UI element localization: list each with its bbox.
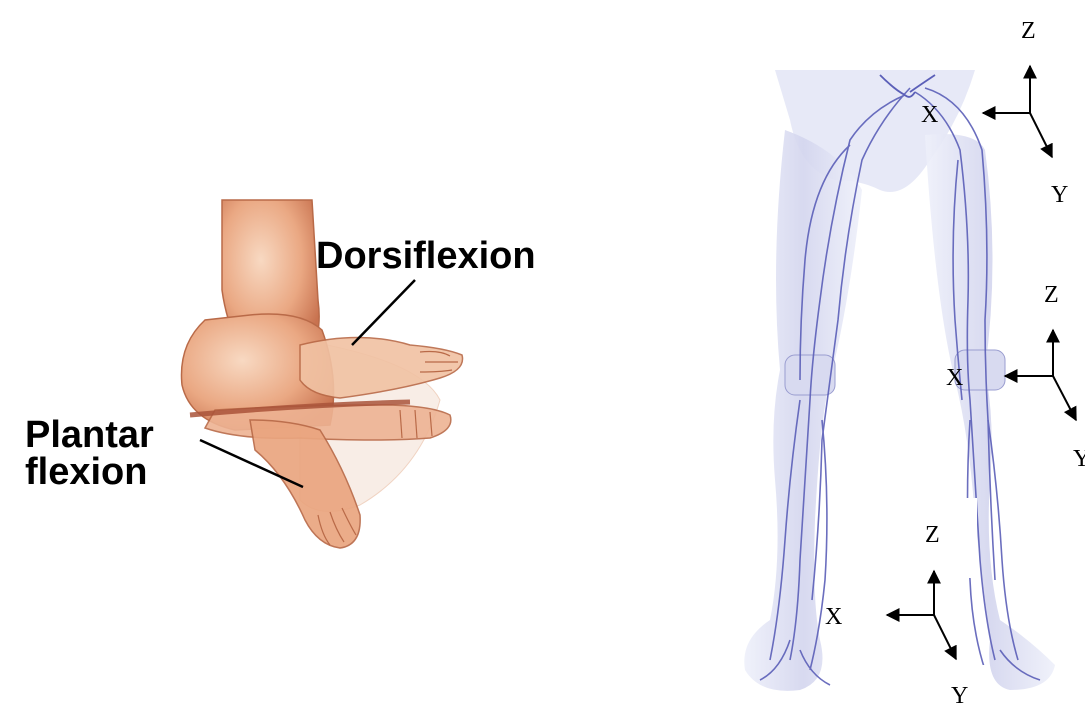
- plantar-label-line1: Plantar: [25, 414, 154, 456]
- dorsiflexed-foot: [300, 338, 463, 399]
- leg-vein-illustration: [744, 70, 1055, 691]
- hip-y-axis: [1030, 113, 1052, 157]
- ankle-y-label: Y: [951, 683, 968, 706]
- ankle-flexion-illustration: Dorsiflexion Plantar flexion: [25, 200, 536, 548]
- ankle-y-axis: [934, 615, 956, 659]
- left-leg: [744, 130, 862, 691]
- hip-z-label: Z: [1021, 18, 1036, 44]
- knee-y-axis: [1053, 376, 1076, 420]
- hip-y-label: Y: [1051, 182, 1068, 208]
- hip-x-label: X: [921, 102, 938, 128]
- ankle-z-label: Z: [925, 522, 940, 548]
- knee-y-label: Y: [1073, 446, 1085, 472]
- knee-x-label: X: [946, 365, 963, 391]
- right-leg: [925, 134, 1055, 690]
- plantar-label-line2: flexion: [25, 451, 147, 493]
- dorsiflexion-label: Dorsiflexion: [316, 235, 536, 277]
- dorsiflexion-leader: [352, 280, 415, 345]
- knee-z-label: Z: [1044, 282, 1059, 308]
- ankle-x-label: X: [825, 604, 842, 630]
